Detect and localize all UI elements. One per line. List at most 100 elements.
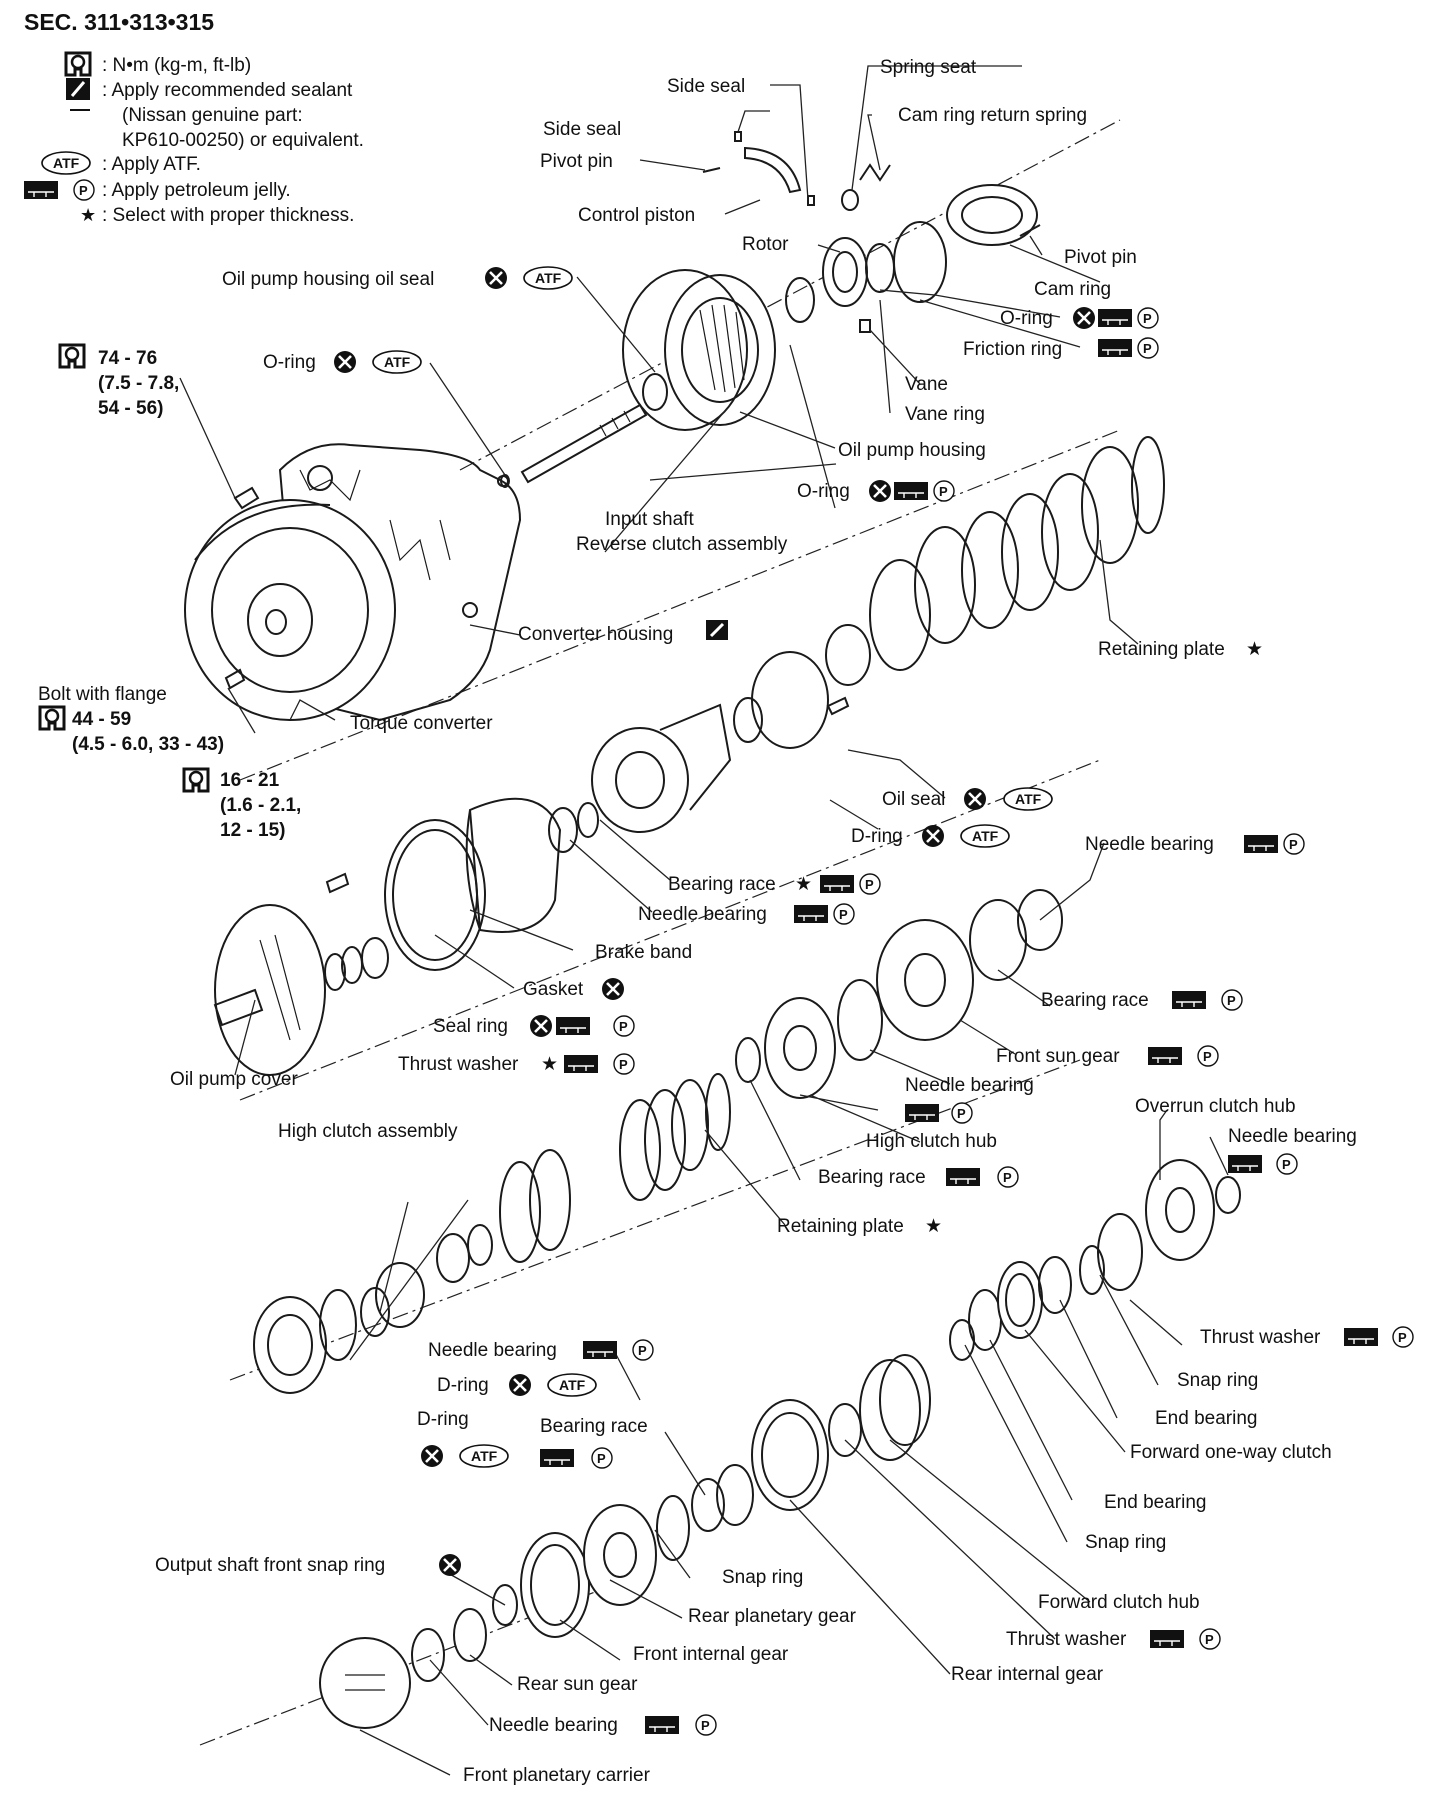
svg-text:P: P <box>619 1057 628 1072</box>
oil-pump-cover-part <box>213 904 326 1076</box>
sealant-icon <box>66 78 90 111</box>
label-bearing-race-3: Bearing race <box>818 1167 926 1188</box>
torque-wrench-icon <box>38 705 66 731</box>
bearing-race-1-part <box>577 802 599 838</box>
torque-spec-flange-bolt: Bolt with flange 44 - 59 (4.5 - 6.0, 33 … <box>38 684 224 755</box>
svg-text:P: P <box>79 183 88 198</box>
leader-lines <box>179 65 1229 1776</box>
label-bearing-race-4: Bearing race <box>540 1416 648 1437</box>
label-needle-bearing-5: Needle bearing <box>489 1715 618 1736</box>
label-spring-seat: Spring seat <box>880 57 977 78</box>
replace-icon <box>1071 305 1097 331</box>
legend-item-sealant-part: (Nissan genuine part: <box>122 105 303 126</box>
replace-icon <box>483 265 509 291</box>
thrust-washer-2-part <box>1097 1213 1143 1291</box>
label-o-ring-top: O-ring <box>1000 308 1053 329</box>
petroleum-jelly-icon <box>1243 834 1279 854</box>
needle-bearing-r1-part <box>1017 889 1063 951</box>
seal-ring-2-part <box>361 937 389 979</box>
label-oil-pump-cover: Oil pump cover <box>170 1069 298 1090</box>
label-snap-ring-1: Snap ring <box>1177 1370 1258 1391</box>
svg-text:54 - 56): 54 - 56) <box>98 398 163 419</box>
label-needle-bearing-4: Needle bearing <box>428 1340 557 1361</box>
torque-spec-pump-cover-bolt: 16 - 21 (1.6 - 2.1, 12 - 15) <box>182 767 301 841</box>
petroleum-jelly-icon <box>1171 990 1207 1010</box>
converter-housing <box>278 443 522 722</box>
replace-icon <box>419 1443 445 1469</box>
needle-bearing-2-part <box>837 979 883 1061</box>
replace-icon <box>437 1552 463 1578</box>
legend-item-sealant-eq: KP610-00250) or equivalent. <box>122 130 364 151</box>
label-high-clutch-hub: High clutch hub <box>866 1131 997 1152</box>
label-cam-ring: Cam ring <box>1034 279 1111 300</box>
label-overrun-clutch-hub: Overrun clutch hub <box>1135 1096 1296 1117</box>
front-sun-gear-part <box>876 919 974 1041</box>
label-cam-ring-return-spring: Cam ring return spring <box>898 105 1087 126</box>
svg-text:P: P <box>1282 1157 1291 1172</box>
d-ring-2-part <box>319 1289 357 1361</box>
vane-part <box>859 319 871 333</box>
label-reverse-clutch-assembly: Reverse clutch assembly <box>576 534 788 555</box>
label-side-seal-top: Side seal <box>667 76 745 97</box>
reverse-clutch-plates <box>869 436 1165 671</box>
petroleum-jelly-icon <box>563 1054 599 1074</box>
petroleum-jelly-icon <box>1149 1629 1185 1649</box>
legend-item-torque: : N•m (kg-m, ft-lb) <box>102 55 251 76</box>
friction-ring-part <box>893 221 947 303</box>
svg-text:P: P <box>865 877 874 892</box>
snap-ring-1-part <box>1079 1245 1105 1295</box>
high-clutch-snap-part <box>467 1224 493 1266</box>
label-pivot-pin-left: Pivot pin <box>540 151 613 172</box>
torque-wrench-icon <box>182 767 210 793</box>
bearing-race-3-part <box>735 1037 761 1083</box>
label-gasket: Gasket <box>523 979 584 1000</box>
overrun-clutch-hub-part <box>1145 1159 1215 1261</box>
svg-text:P: P <box>1227 993 1236 1008</box>
svg-text:P: P <box>1203 1049 1212 1064</box>
replace-icon <box>962 786 988 812</box>
oil-pump-housing-oil-seal <box>642 373 668 411</box>
snap-ring-2-part <box>949 1319 975 1361</box>
petroleum-jelly-icon: P <box>23 179 95 201</box>
needle-bearing-5-part <box>411 1628 445 1682</box>
d-ring-top-part <box>733 697 763 743</box>
end-bearing-1-part <box>1038 1256 1072 1314</box>
label-converter-housing: Converter housing <box>518 624 673 645</box>
legend-item-petroleum-jelly: : Apply petroleum jelly. <box>102 180 291 201</box>
petroleum-jelly-icon <box>793 904 829 924</box>
svg-text:(1.6 - 2.1,: (1.6 - 2.1, <box>220 795 301 816</box>
label-brake-band: Brake band <box>595 942 692 963</box>
label-pivot-pin-right: Pivot pin <box>1064 247 1137 268</box>
label-seal-ring: Seal ring <box>433 1016 508 1037</box>
retaining-plate-snap-part <box>825 624 871 686</box>
input-shaft <box>497 403 648 487</box>
label-vane-ring: Vane ring <box>905 404 985 425</box>
label-rotor: Rotor <box>742 234 789 255</box>
bearing-race-4-part <box>691 1478 725 1532</box>
o-ring-housing-part <box>785 277 815 323</box>
section-title: SEC. 311•313•315 <box>24 9 214 35</box>
side-seal-part <box>734 131 742 142</box>
needle-bearing-1-part <box>548 807 578 853</box>
label-forward-clutch-hub: Forward clutch hub <box>1038 1592 1200 1613</box>
petroleum-jelly-icon <box>945 1167 981 1187</box>
petroleum-jelly-icon <box>1097 338 1133 358</box>
svg-text:P: P <box>701 1718 710 1733</box>
svg-text:ATF: ATF <box>559 1377 586 1393</box>
star-icon: ★ <box>80 205 96 225</box>
end-bearing-2-part <box>968 1289 1002 1351</box>
legend-item-thickness: : Select with proper thickness. <box>102 205 354 226</box>
sealant-icon <box>706 620 728 640</box>
high-clutch-plates <box>499 1073 731 1263</box>
label-d-ring-top: D-ring <box>851 826 903 847</box>
label-output-shaft-front-snap-ring: Output shaft front snap ring <box>155 1555 385 1576</box>
petroleum-jelly-icon <box>1343 1327 1379 1347</box>
forward-clutch-hub-part <box>859 1354 931 1461</box>
side-seal-top-part <box>807 195 815 206</box>
label-bearing-race-2: Bearing race <box>1041 990 1149 1011</box>
legend-item-atf: : Apply ATF. <box>102 154 201 175</box>
svg-text:(4.5 - 6.0, 33 - 43): (4.5 - 6.0, 33 - 43) <box>72 734 224 755</box>
labels: Side seal Side seal Pivot pin Control pi… <box>155 57 1414 1786</box>
front-internal-gear-part <box>520 1532 590 1638</box>
